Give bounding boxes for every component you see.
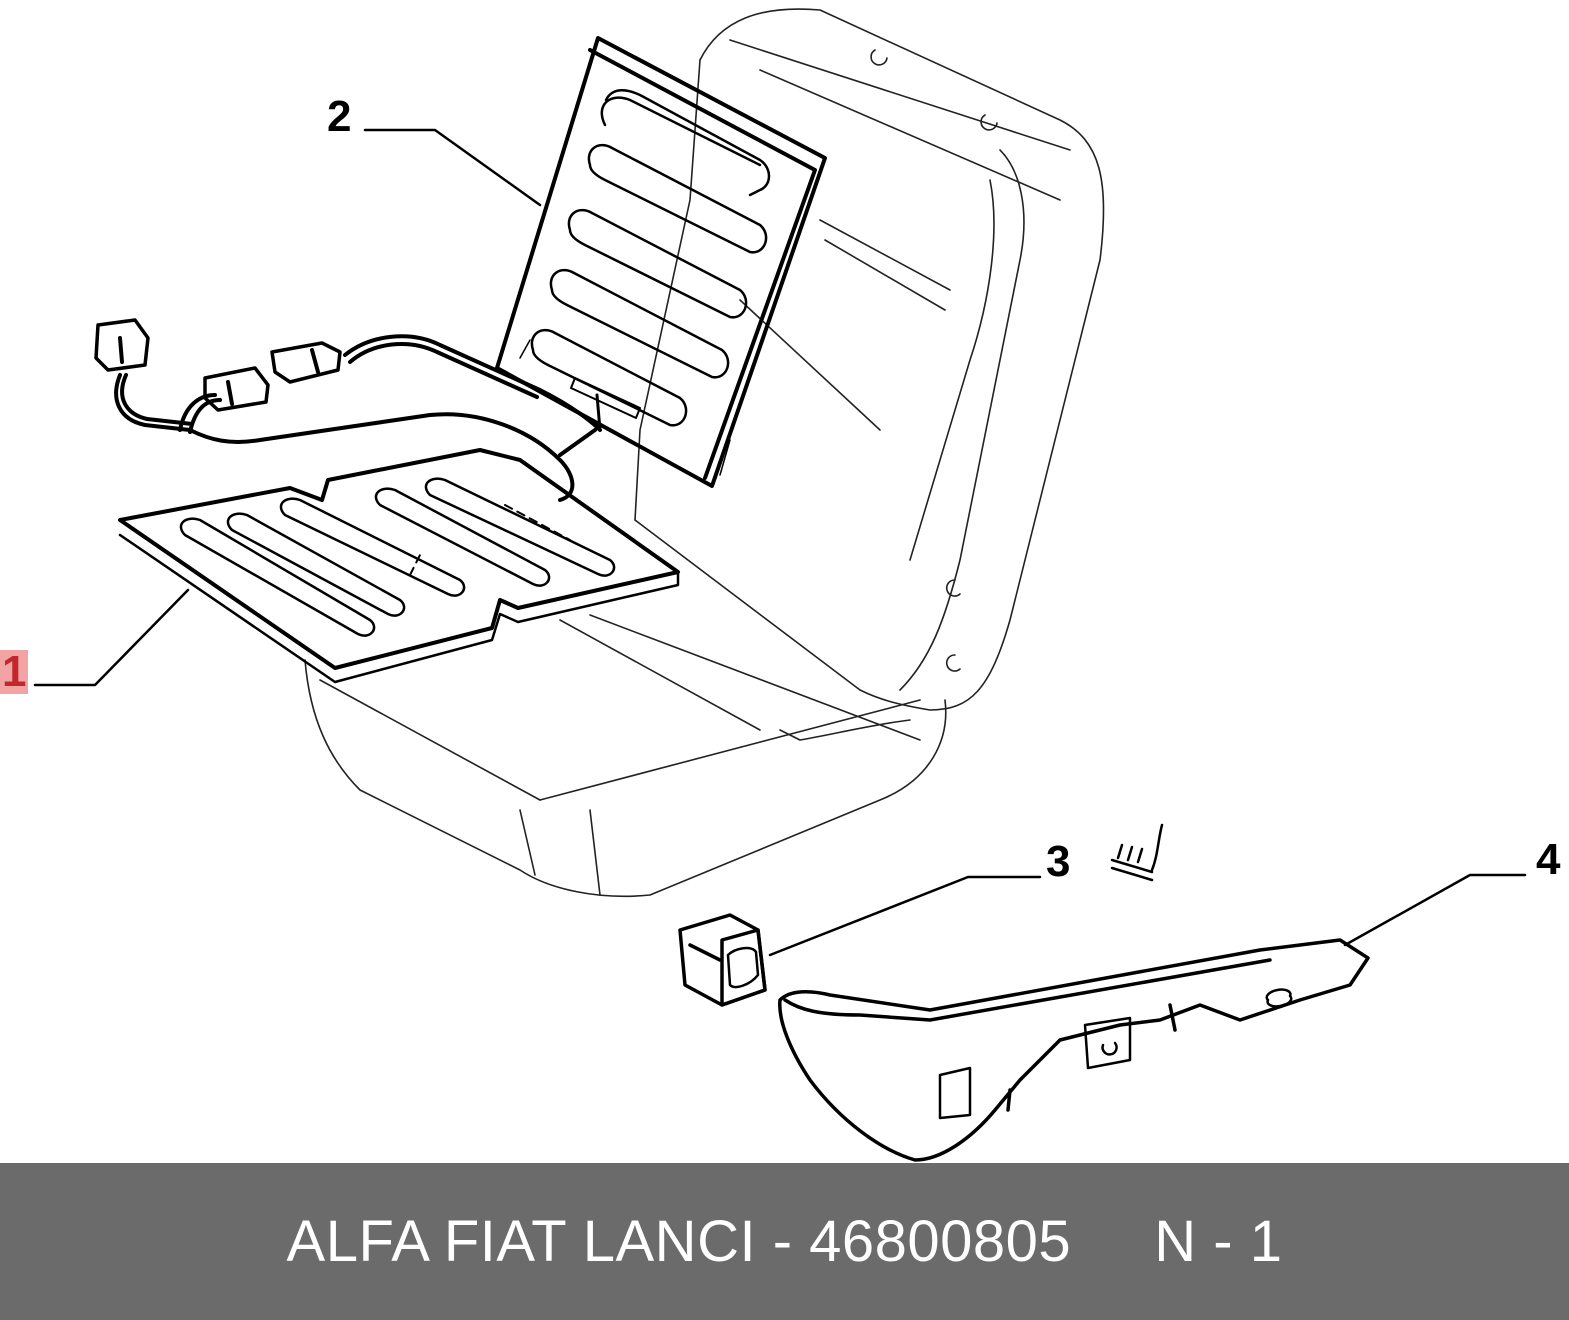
separator: - xyxy=(756,1209,810,1274)
wiring-harness xyxy=(94,318,602,502)
seat-outline xyxy=(304,8,1105,898)
callout-1: 1 xyxy=(0,647,29,696)
seat-heater-icon xyxy=(1110,823,1164,882)
part-number: 46800805 xyxy=(809,1209,1072,1274)
callout-3: 3 xyxy=(1046,837,1071,886)
heater-switch xyxy=(678,913,767,1007)
brand-name: ALFA FIAT LANCI xyxy=(286,1209,757,1274)
callout-4: 4 xyxy=(1536,835,1561,884)
backrest-heating-pad xyxy=(495,36,827,488)
seat-heater-diagram xyxy=(33,8,1527,1162)
spacer xyxy=(1071,1209,1154,1274)
leader-lines xyxy=(33,128,1527,957)
seat-trim-panel xyxy=(778,938,1370,1162)
reference-code: N - 1 xyxy=(1154,1209,1283,1274)
callout-2: 2 xyxy=(327,92,352,141)
footer-caption: ALFA FIAT LANCI - 46800805 N - 1 xyxy=(287,1208,1283,1275)
footer-bar: ALFA FIAT LANCI - 46800805 N - 1 xyxy=(0,1163,1569,1320)
cushion-heating-pad xyxy=(118,448,680,684)
